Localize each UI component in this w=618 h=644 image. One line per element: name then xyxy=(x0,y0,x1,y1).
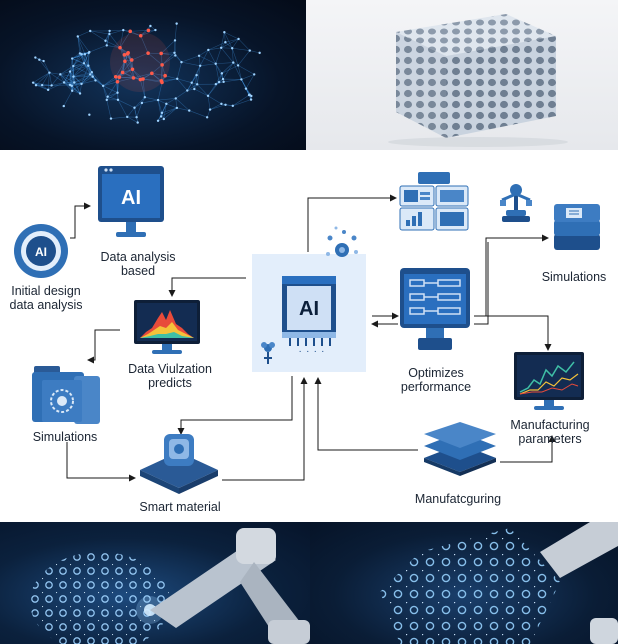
particle-cluster-icon xyxy=(326,226,358,257)
robot-lattice-graphic-left xyxy=(30,528,310,644)
data-analysis-line2: based xyxy=(120,264,156,278)
simulations-right-label: Simulations xyxy=(541,270,607,284)
lattice-block-graphic xyxy=(388,14,568,147)
initial-design-label: Initial design data analysis xyxy=(0,284,92,312)
mfg-params-line1: Manufacturing xyxy=(510,418,590,432)
robot-lattice-photo-left xyxy=(0,522,310,644)
initial-design-line1: Initial design xyxy=(11,284,81,298)
manufacturing-label: Manufatcguring xyxy=(414,492,502,506)
data-viz-line2: predicts xyxy=(148,376,192,390)
chart-monitor-icon xyxy=(134,300,200,354)
center-ai-text: AI xyxy=(299,298,319,320)
initial-design-line2: data analysis xyxy=(9,298,83,312)
data-viz-label: Data Viulzation predicts xyxy=(116,362,224,390)
ai-monitor-icon: AI xyxy=(98,166,164,237)
dashboard-icon xyxy=(399,172,469,231)
svg-text:AI: AI xyxy=(121,187,141,209)
lattice-block-photo xyxy=(306,0,618,150)
connector-arrows xyxy=(66,194,556,482)
network-visualization-photo xyxy=(0,0,306,150)
data-analysis-label: Data analysis based xyxy=(92,250,184,278)
optimizes-line1: Optimizes xyxy=(408,366,464,380)
ai-circle-icon: AI xyxy=(14,224,68,278)
network-graphic xyxy=(31,22,261,124)
ai-chip-icon xyxy=(261,276,336,364)
optimizes-line2: performance xyxy=(400,380,472,394)
line-chart-monitor-icon xyxy=(514,352,584,410)
ui-panel-icon xyxy=(400,268,470,350)
robot-arm-node xyxy=(496,178,536,228)
data-analysis-line1: Data analysis xyxy=(100,250,176,264)
smart-material-node xyxy=(136,430,222,496)
data-viz-line1: Data Viulzation xyxy=(128,362,212,376)
data-analysis-node: AI xyxy=(96,164,168,244)
smart-material-label: Smart material xyxy=(139,500,221,514)
chip-icon xyxy=(140,434,218,494)
robot-arm-icon xyxy=(500,184,532,222)
stack-icon xyxy=(554,204,600,250)
mfg-params-line2: parameters xyxy=(518,432,582,446)
mfg-params-label: Manufacturing parameters xyxy=(500,418,600,446)
center-ai-panel: AI . . . . xyxy=(252,254,366,372)
robot-lattice-photo-right xyxy=(310,522,618,644)
initial-design-node: AI xyxy=(12,222,70,280)
svg-text:AI: AI xyxy=(35,245,47,259)
mfg-params-node xyxy=(512,350,586,414)
data-viz-node xyxy=(132,298,202,356)
workflow-diagram: AI Initial design data analysis AI Data … xyxy=(0,150,618,522)
optimizes-node xyxy=(398,266,474,356)
optimizes-label: Optimizes performance xyxy=(386,366,486,394)
folders-icon xyxy=(32,366,100,424)
center-ai-dots: . . . . xyxy=(298,344,326,355)
simulations-right-node xyxy=(550,200,606,260)
robot-lattice-graphic-right xyxy=(380,522,618,644)
layers-icon xyxy=(424,422,496,476)
manufacturing-node xyxy=(420,422,500,478)
simulations-left-label: Simulations xyxy=(32,430,98,444)
dashboard-node xyxy=(398,170,470,232)
simulations-left-node xyxy=(30,364,102,428)
